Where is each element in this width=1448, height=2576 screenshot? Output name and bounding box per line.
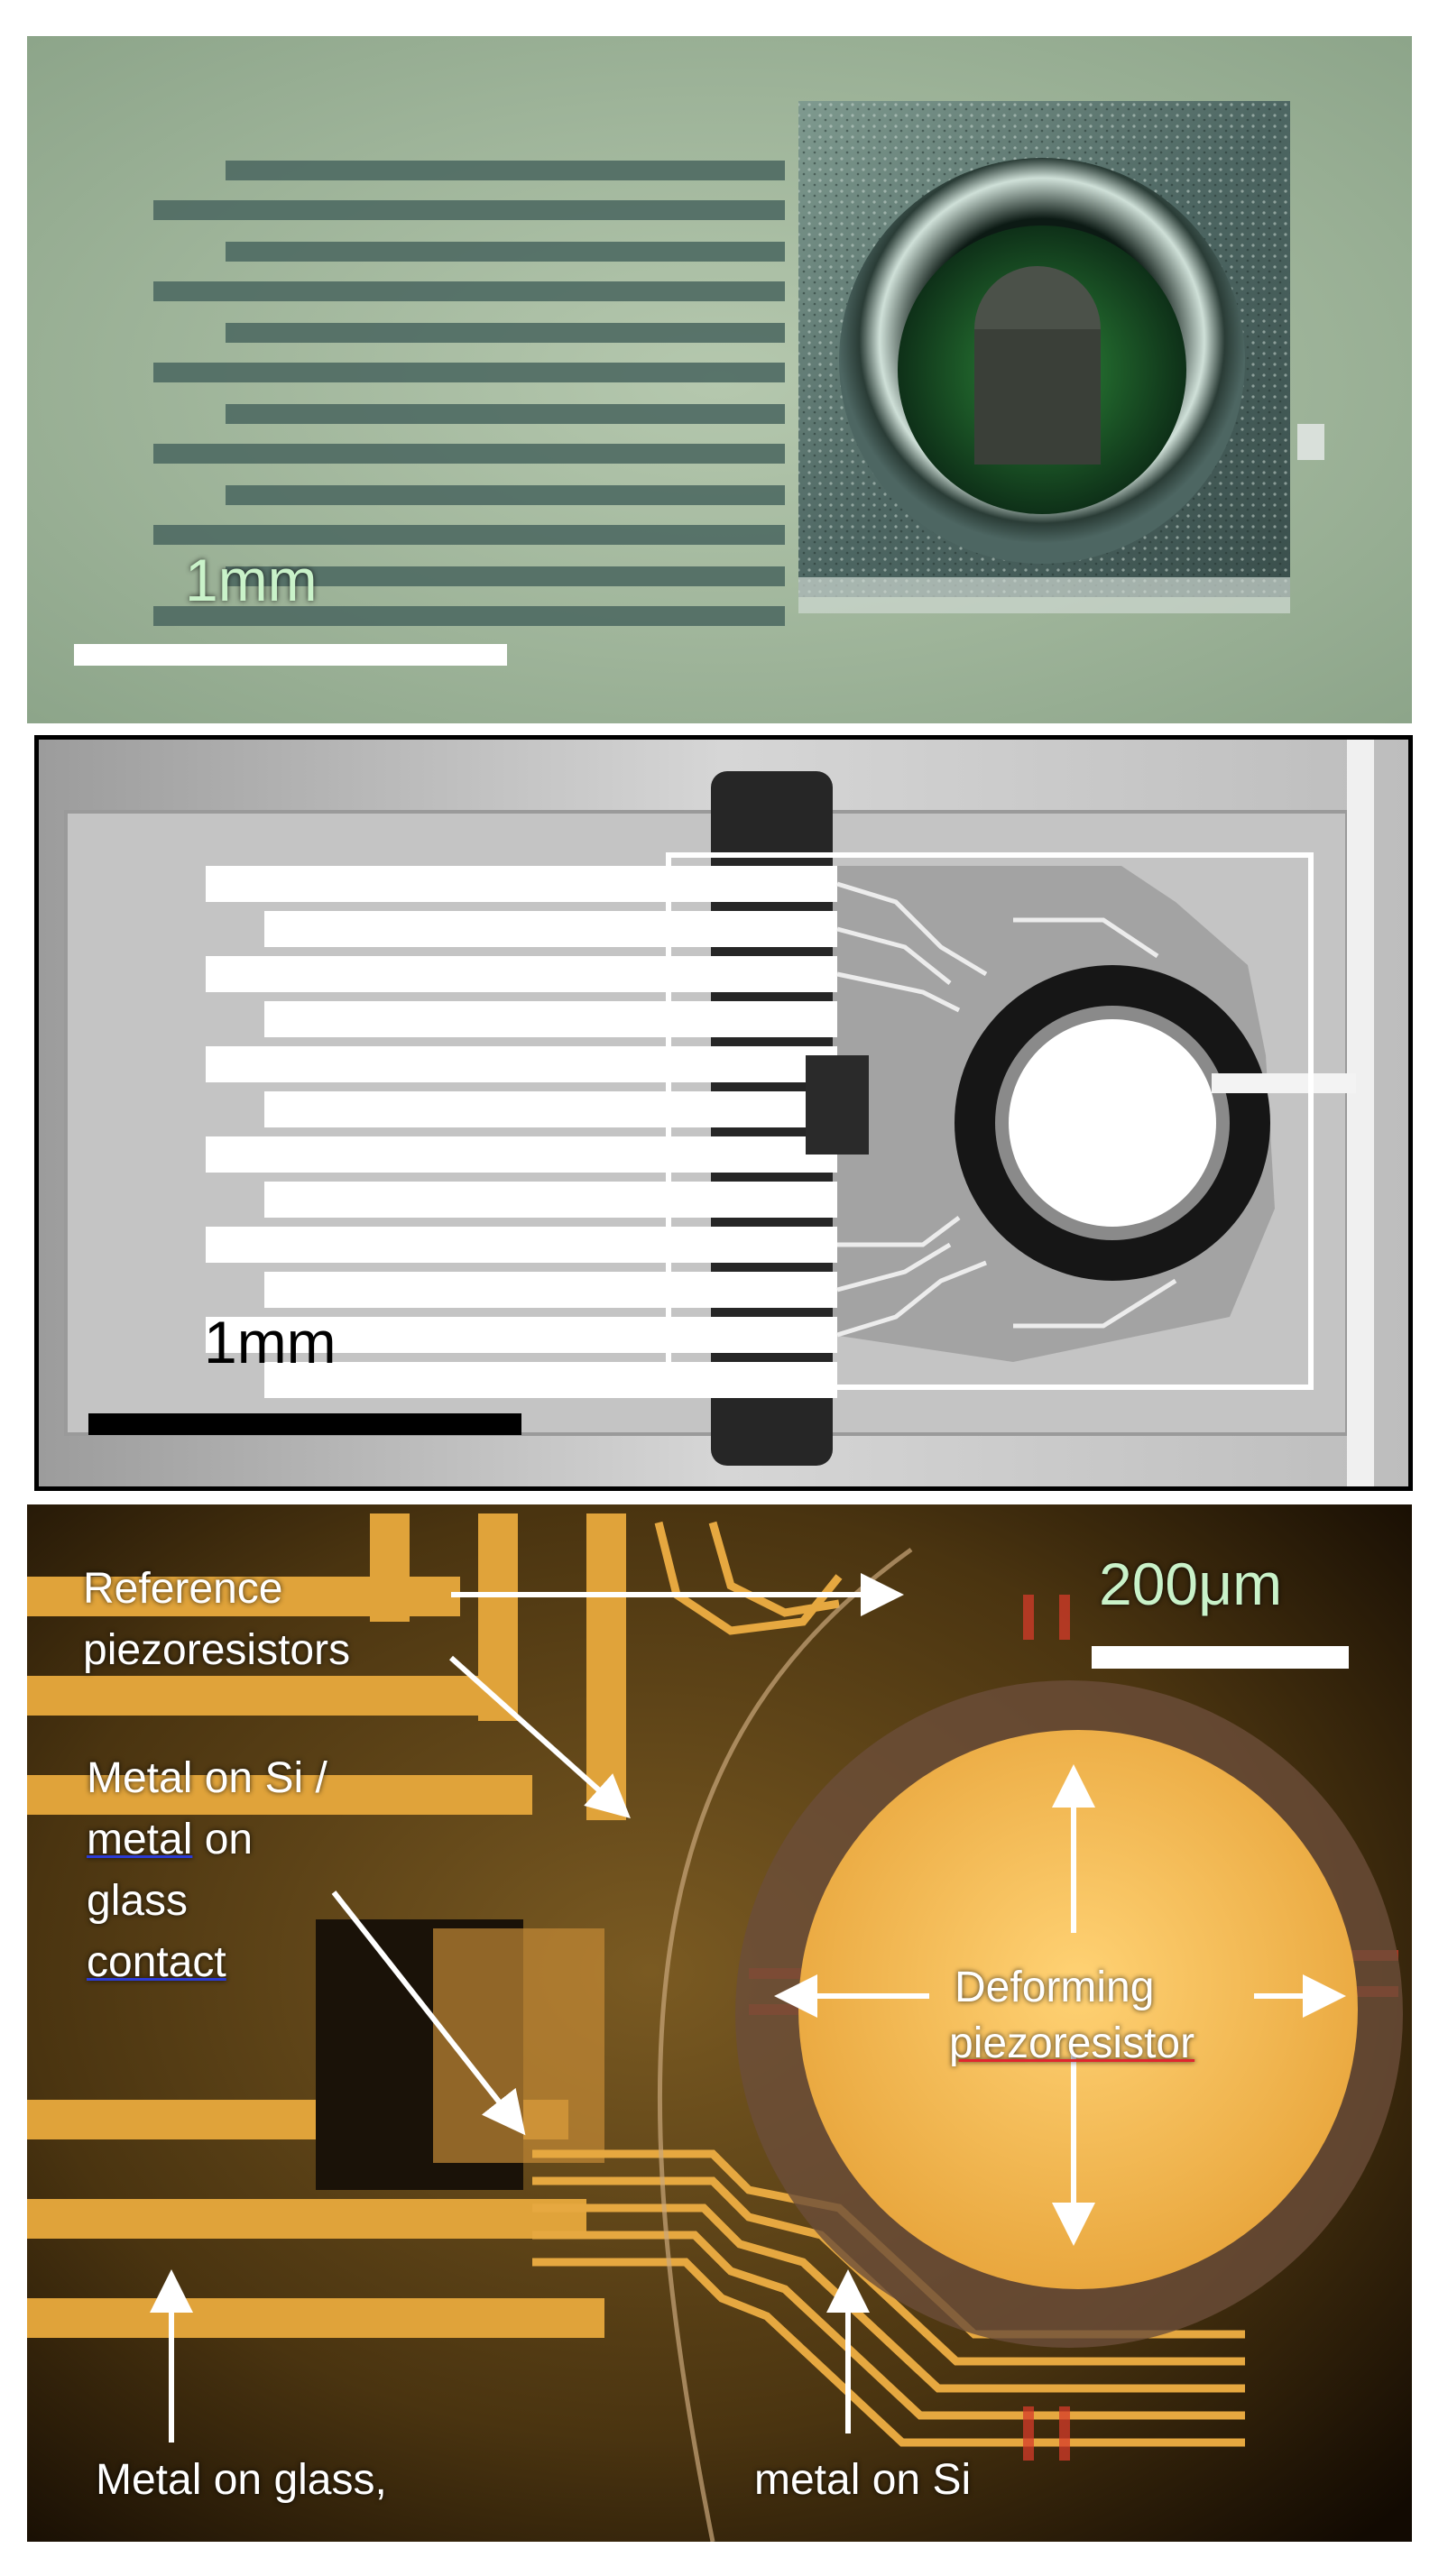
packaged-sensor-photo: [27, 36, 1412, 723]
label-contact-line1: Metal on Si /: [87, 1754, 327, 1802]
zoom-region-box: [666, 852, 1314, 1390]
label-contact-line2-on: on: [192, 1816, 254, 1863]
membrane-center: [1009, 1019, 1216, 1227]
glass-silicon-boundary: [657, 1547, 913, 2542]
photo-panel-bare-die: 1mm: [34, 735, 1413, 1491]
photo-panel-packaged-sensor: 1mm: [27, 36, 1412, 723]
scale-label: 1mm: [185, 547, 318, 613]
scale-label: 1mm: [204, 1309, 337, 1375]
label-metal-on-si: metal on Si: [754, 2456, 972, 2504]
scale-label: 200μm: [1099, 1550, 1283, 1617]
label-contact-line4: contact: [87, 1938, 226, 1986]
lead-traces: [206, 866, 837, 1398]
membrane: [798, 1730, 1358, 2289]
label-reference-line1: Reference: [83, 1565, 283, 1613]
scale-bar: [74, 644, 507, 666]
label-deforming-line2: piezoresistor: [949, 2019, 1195, 2067]
bare-die-photo: [39, 740, 1408, 1486]
scale-bar: [1092, 1646, 1349, 1669]
label-contact-line3: glass: [87, 1877, 189, 1925]
photo-panel-closeup: 200μm Reference piezoresistors Metal on …: [27, 1504, 1412, 2542]
label-metal-on-glass: Metal on glass,: [96, 2456, 387, 2504]
label-reference-line2: piezoresistors: [83, 1626, 351, 1674]
fine-interconnects: [836, 881, 1177, 1338]
lead-fingers: [153, 161, 785, 626]
label-deforming-line1: Deforming: [955, 1964, 1155, 2011]
label-contact-line2: metal on: [87, 1809, 253, 1871]
scale-bar: [88, 1413, 521, 1435]
label-contact-line2-metal: metal: [87, 1816, 193, 1863]
